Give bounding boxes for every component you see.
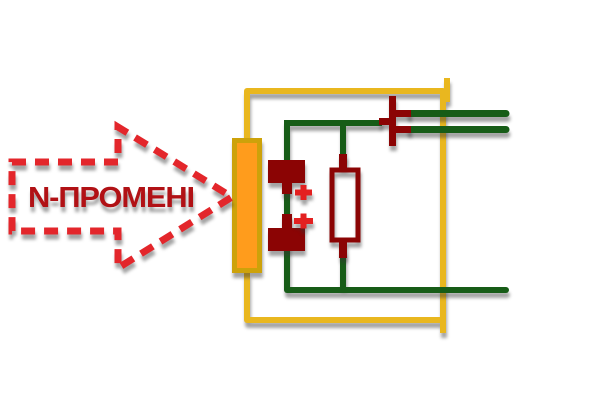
n-ray-arrow-outline xyxy=(8,120,239,275)
bottom-wire xyxy=(244,273,441,323)
plus-spark-icon-stem xyxy=(300,213,307,229)
resistor-bottom-lead xyxy=(339,240,347,258)
spark-gap-lower-electrode-tip xyxy=(282,214,292,228)
output-spark-gap xyxy=(379,96,411,146)
output-spark-gap-lower-stub xyxy=(396,126,411,133)
spark-circuit-wiring xyxy=(284,110,510,293)
top-wire xyxy=(244,88,446,333)
spark-gap-upper-electrode xyxy=(268,160,305,183)
spark-gap-upper-electrode-tip xyxy=(282,183,292,194)
resistor xyxy=(329,154,361,258)
spark-symbols xyxy=(294,185,313,229)
spark-gap xyxy=(268,160,305,251)
detector-screen xyxy=(232,138,262,273)
plus-spark-icon-stem xyxy=(300,185,307,200)
output-spark-gap-upper-stub xyxy=(396,110,411,117)
n-ray-label: N-ПРОМЕНІ xyxy=(28,182,194,214)
resistor-top-lead xyxy=(339,154,347,172)
output-spark-gap-bar xyxy=(389,96,396,146)
plus-spark-icon xyxy=(294,213,313,229)
output-spark-gap-left-stub xyxy=(379,118,390,125)
detector-loop-wiring xyxy=(244,78,450,333)
resistor-body xyxy=(329,167,361,243)
n-ray-arrow: N-ПРОМЕНІ xyxy=(8,120,239,275)
spark-gap-lower-electrode xyxy=(268,228,305,251)
detector-screen-fill xyxy=(237,143,257,268)
plus-spark-icon xyxy=(295,185,312,200)
